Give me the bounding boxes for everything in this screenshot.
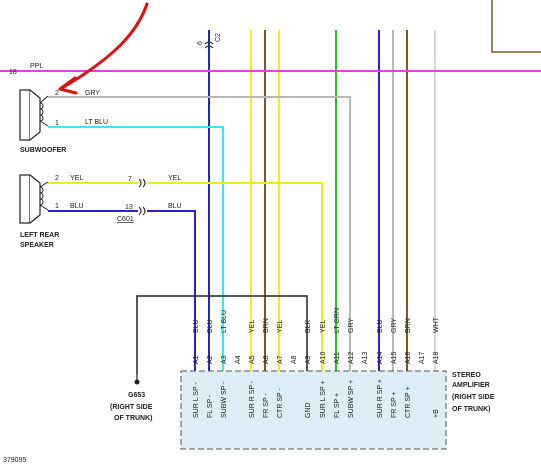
- amp-pin-a3: A3: [221, 355, 228, 364]
- amp-func-a15: FR SP +: [391, 391, 398, 418]
- amp-pin-a12: A12: [348, 351, 355, 364]
- amp-wire-label-a16: BRN: [405, 318, 412, 333]
- amp-wire-label-a15: GRY: [391, 318, 398, 333]
- amp-wire-label-a18: WHT: [433, 316, 440, 333]
- amp-wire-label-a1: BLU: [193, 319, 200, 333]
- subwoofer-pin2-wire: GRY: [85, 90, 100, 97]
- speaker-coil-icon: [39, 186, 44, 206]
- lrs-pin2-wire: YEL: [70, 175, 83, 182]
- amplifier-box: [180, 370, 447, 450]
- lrs-pin1: 1: [55, 203, 59, 210]
- amp-wire-label-a2: BLU: [207, 319, 214, 333]
- subwoofer-name: SUBWOOFER: [20, 147, 66, 154]
- amp-pin-a4: A4: [235, 355, 242, 364]
- ppl-wire-label: PPL: [30, 63, 43, 70]
- amp-func-a11: FL SP +: [334, 393, 341, 418]
- amp-func-a18: +B: [433, 409, 440, 418]
- amp-func-a14: SUR R SP +: [377, 379, 384, 418]
- amp-func-a12: SUBW SP +: [348, 380, 355, 418]
- c601-pin-bottom: 13: [125, 204, 133, 211]
- amp-func-a7: CTR SP -: [277, 388, 284, 418]
- amp-pin-a1: A1: [193, 355, 200, 364]
- speaker-coil-icon: [39, 102, 44, 122]
- amp-wire-label-a3: LT BLU: [221, 310, 228, 333]
- top-circuit: 18 PPL: [0, 63, 541, 76]
- wires: [48, 30, 436, 374]
- connector-c601: 7 13 YEL BLU C601: [117, 175, 182, 223]
- wire-a9: [136, 295, 308, 374]
- lrs-name-line1: LEFT REAR: [20, 232, 59, 239]
- amp-wire-label-a5: YEL: [249, 320, 256, 333]
- amp-func-a16: CTR SP +: [405, 386, 412, 418]
- amp-func-a6: FR SP -: [263, 393, 270, 418]
- annotation-arrow: [58, 2, 149, 95]
- top-connector-pin: 6: [197, 41, 204, 45]
- amp-func-a9: GND: [305, 402, 312, 418]
- subwoofer: SUBWOOFER 2 1 GRY LT BLU: [19, 89, 108, 154]
- amp-wire-label-a7: YEL: [277, 320, 284, 333]
- amp-loc2: OF TRUNK): [452, 406, 491, 413]
- amp-pin-a14: A14: [377, 351, 384, 364]
- amp-wire-label-a12: GRY: [348, 318, 355, 333]
- wire-a3: [48, 126, 224, 372]
- subwoofer-pin1-wire: LT BLU: [85, 119, 108, 126]
- amp-pin-a10: A10: [320, 351, 327, 364]
- amp-func-a2: FL SP -: [207, 394, 214, 418]
- amp-func-a3: SUBW SP -: [221, 381, 228, 418]
- subwoofer-pin1: 1: [55, 120, 59, 127]
- amp-wire-label-a14: BLU: [377, 319, 384, 333]
- amp-loc1: (RIGHT SIDE: [452, 394, 495, 401]
- amp-pin-a13: A13: [362, 351, 369, 364]
- amp-pin-a16: A16: [405, 351, 412, 364]
- subwoofer-pin2: 2: [55, 90, 59, 97]
- ground-g653: G653 (RIGHT SIDE OF TRUNK): [110, 374, 153, 422]
- wire-a1: [48, 210, 196, 372]
- amp-pin-a5: A5: [249, 355, 256, 364]
- figure-number: 379095: [3, 457, 26, 464]
- amp-name-line1: STEREO: [452, 372, 481, 379]
- ground-icon: [134, 379, 140, 385]
- lrs-name-line2: SPEAKER: [20, 242, 54, 249]
- circuit-number: 18: [9, 69, 17, 76]
- ground-name: G653: [128, 392, 145, 399]
- c601-name: C601: [117, 216, 134, 223]
- amp-pin-a7: A7: [277, 355, 284, 364]
- amp-func-a1: SUR L SP -: [193, 382, 200, 418]
- amp-wire-label-a9: BLK: [305, 319, 312, 333]
- left-rear-speaker: LEFT REAR SPEAKER 2 1 YEL BLU: [19, 174, 84, 249]
- ground-loc2: OF TRUNK): [114, 415, 153, 422]
- amp-name-line2: AMPLIFIER: [452, 382, 490, 389]
- amp-wire-label-a10: YEL: [320, 320, 327, 333]
- amp-func-a5: SUR R SP -: [249, 380, 256, 418]
- amp-func-a10: SUR L SP +: [320, 380, 327, 418]
- c601-wire-top: YEL: [168, 175, 181, 182]
- amp-pin-a6: A6: [263, 355, 270, 364]
- c601-pin-top: 7: [128, 176, 132, 183]
- amp-wire-label-a11: LT GRN: [334, 308, 341, 333]
- amp-pin-a9: A9: [305, 355, 312, 364]
- amp-pin-a18: A18: [433, 351, 440, 364]
- amp-wire-label-a6: BRN: [263, 318, 270, 333]
- amp-pin-a8: A8: [291, 355, 298, 364]
- top-connector-label: C2: [215, 33, 222, 42]
- amp-pin-a17: A17: [419, 351, 426, 364]
- top-right-frame: [491, 0, 541, 53]
- amp-pin-a15: A15: [391, 351, 398, 364]
- top-connector: 6 C2: [197, 33, 222, 49]
- c601-wire-bottom: BLU: [168, 203, 182, 210]
- ground-loc1: (RIGHT SIDE: [110, 404, 153, 411]
- wire-a12: [48, 96, 351, 372]
- lrs-pin2: 2: [55, 175, 59, 182]
- amp-pin-a11: A11: [334, 352, 341, 364]
- amp-pin-a2: A2: [207, 355, 214, 364]
- lrs-pin1-wire: BLU: [70, 203, 84, 210]
